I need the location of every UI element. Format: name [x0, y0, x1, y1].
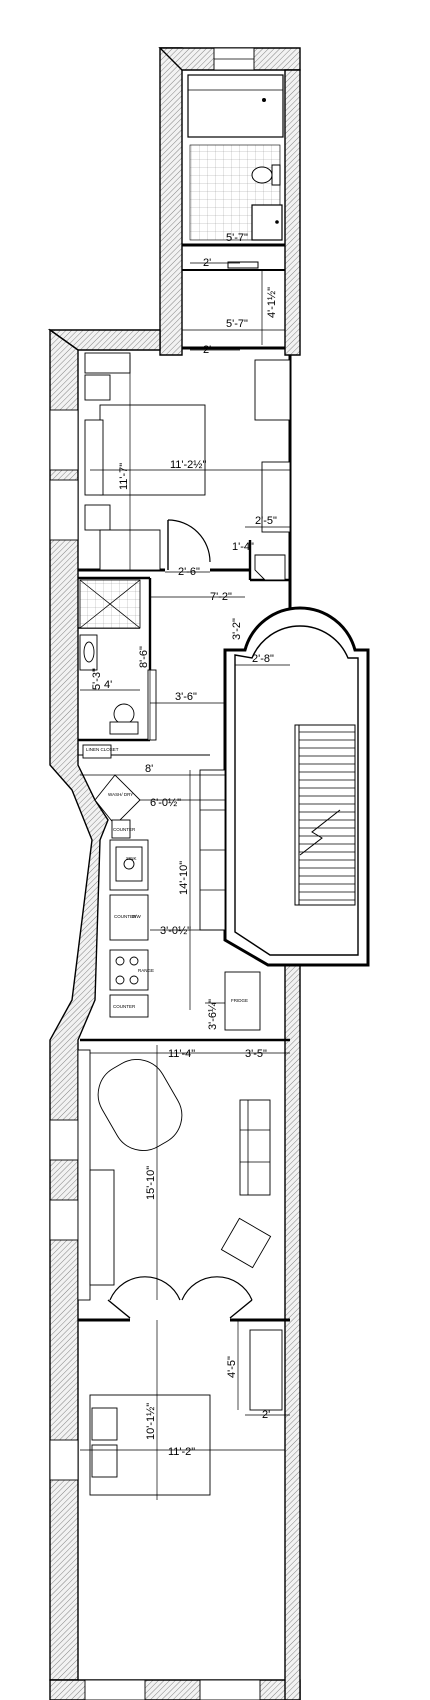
- living-room: [77, 1049, 272, 1319]
- dim-closet1-depth: 4'-1½": [266, 287, 278, 318]
- dim-closet1-width: 5'-7": [226, 318, 248, 330]
- dishwasher-label: D/W: [132, 914, 142, 919]
- washer-dryer-label: WASH/ DRY: [108, 792, 133, 797]
- dim-hall-width: 7'-2": [210, 591, 232, 603]
- dimension-lines: [80, 244, 290, 1500]
- dim-bath2-depth: 8'-6": [138, 646, 150, 668]
- bathroom-1: [187, 74, 284, 269]
- linen-label: LINEN CLOSET: [86, 747, 119, 752]
- fridge-label: FRIDGE: [231, 998, 248, 1003]
- dim-stair-width: 2'-8": [252, 653, 274, 665]
- range-label: RANGE: [138, 968, 154, 973]
- counter-c-label: COUNTER: [113, 1004, 136, 1009]
- dim-living-depth: 15'-10": [145, 1166, 157, 1200]
- dimension-labels: 5'-7" 5'-7" 2' 2' 4'-1½" 11'-2½" 11'-7" …: [91, 232, 278, 1458]
- dim-kitchen-length: 14'-10": [178, 861, 190, 895]
- dim-bath2-width: 4': [104, 679, 112, 691]
- dim-hall-door: 2'-6": [178, 566, 200, 578]
- dim-bedroom2-depth: 10'-1½": [145, 1403, 157, 1440]
- dim-bath2-partial: 5'-3": [91, 668, 103, 690]
- dim-living-nook: 3'-5": [245, 1048, 267, 1060]
- dim-living-width: 11'-4": [168, 1048, 195, 1060]
- dim-closet-small: 1'-4": [232, 541, 254, 553]
- dim-corridor: 3'-6": [175, 691, 197, 703]
- counter-a-label: COUNTER: [113, 827, 136, 832]
- top-windows: [49, 47, 261, 1700]
- dim-kitchen-mid: 6'-0½": [150, 797, 181, 809]
- dim-bath1-width: 5'-7": [226, 232, 248, 244]
- dim-bedroom1-width: 11'-2½": [170, 459, 206, 471]
- dim-fridge-depth: 3'-6¼": [207, 999, 219, 1030]
- stair-treads: [299, 731, 355, 901]
- dim-gap1: 2': [203, 257, 211, 269]
- dim-bedroom2-closet: 4'-5": [226, 1356, 238, 1378]
- sink-label: SINK: [126, 856, 137, 861]
- counter-b-label: COUNTER: [114, 914, 137, 919]
- dim-kitchen-width: 8': [145, 763, 153, 775]
- dim-kitchen-counter: 3'-0½": [160, 925, 191, 937]
- dim-bedroom2-width: 11'-2": [168, 1446, 195, 1458]
- dim-gap2: 2': [203, 344, 211, 356]
- stair-block: [223, 606, 370, 967]
- bathroom-2: [79, 579, 157, 741]
- dim-bedroom1-depth: 11'-7": [118, 463, 130, 490]
- dim-bedroom1-nook: 2'-5": [255, 515, 277, 527]
- dim-bedroom2-side: 2': [262, 1409, 270, 1421]
- dim-stair-landing: 3'-2": [231, 618, 243, 640]
- bedroom-2: [89, 1394, 211, 1496]
- stair-break-line: [299, 809, 341, 856]
- bedroom-1: [84, 352, 291, 581]
